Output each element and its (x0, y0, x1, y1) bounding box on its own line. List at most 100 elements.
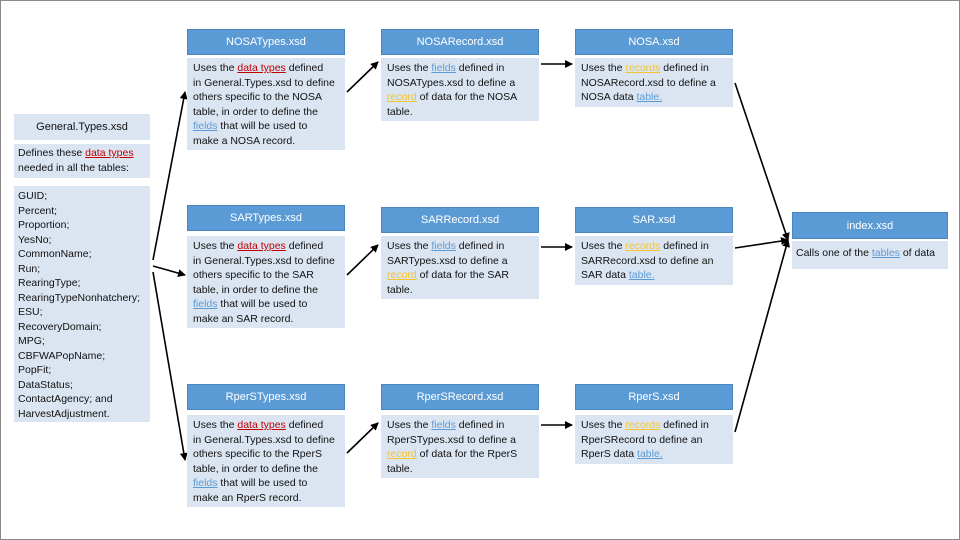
text-segment: of data for the NOSA (416, 91, 518, 103)
text-segment: SARRecord.xsd to define an (581, 254, 714, 267)
index-desc-pre: Calls one of the (796, 247, 872, 259)
text-segment: Uses the (193, 419, 238, 431)
text-segment: defined in (455, 62, 505, 74)
arrow-types-to-record (346, 244, 379, 276)
text-segment: Uses the (193, 62, 238, 74)
text-segment: others specific to the RperS (193, 448, 322, 460)
highlighted-term: fields (431, 419, 456, 431)
types-box-header: SARTypes.xsd (187, 205, 345, 231)
tables-box-header: SAR.xsd (575, 207, 733, 233)
text-segment: RperS data (581, 448, 638, 460)
highlighted-term: fields (193, 477, 218, 489)
text-segment: table, in order to define the (193, 283, 318, 296)
types-box-header: RperSTypes.xsd (187, 384, 345, 410)
text-segment: RperSRecord to define an (581, 433, 703, 446)
text-line: record of data for the SAR (387, 268, 533, 283)
general-type-item: Run; (18, 262, 41, 275)
text-segment: table. (387, 462, 413, 475)
text-segment: Uses the (387, 240, 432, 252)
text-segment: others specific to the NOSA (193, 91, 322, 103)
index-desc-post: of data (899, 247, 935, 259)
text-line: others specific to the RperS (193, 447, 339, 462)
text-segment: defined (285, 240, 324, 252)
text-line: fields that will be used to (193, 119, 339, 134)
text-line: make an RperS record. (193, 491, 339, 506)
text-line: in General.Types.xsd to define (193, 433, 339, 448)
text-line: Uses the records defined in (581, 61, 727, 76)
text-segment: table. (387, 105, 413, 118)
highlighted-term: fields (431, 62, 456, 74)
text-segment: defined in (660, 419, 709, 431)
index-desc-term: tables (871, 247, 900, 259)
text-line: Uses the data types defined (193, 61, 339, 76)
text-line: NOSA data table. (581, 90, 727, 105)
text-segment: Uses the (581, 419, 626, 431)
arrow-rpers-to-index (734, 239, 790, 433)
highlighted-term: records (625, 240, 661, 252)
text-line: SAR data table. (581, 268, 727, 283)
text-segment: Uses the (193, 240, 238, 252)
general-type-item: Proportion; (18, 219, 70, 231)
tables-box-header: RperS.xsd (575, 384, 733, 410)
text-line: record of data for the RperS (387, 447, 533, 462)
arrow-general-to-rperstypes (152, 271, 188, 461)
general-intro-post: needed in all the tables: (18, 161, 129, 174)
text-line: RperSTypes.xsd to define a (387, 433, 533, 448)
text-segment: defined in (455, 240, 505, 252)
text-line: others specific to the NOSA (193, 90, 339, 105)
text-line: in General.Types.xsd to define (193, 254, 339, 269)
highlighted-term: fields (431, 240, 456, 252)
text-line: Uses the records defined in (581, 418, 727, 433)
box-title: RperSTypes.xsd (225, 391, 307, 403)
box-title: SAR.xsd (632, 214, 676, 226)
arrow-general-to-sartypes (152, 265, 186, 277)
text-line: Uses the data types defined (193, 418, 339, 433)
text-segment: table. (387, 283, 413, 296)
text-segment: that will be used to (217, 298, 308, 310)
highlighted-term: table. (636, 91, 663, 103)
highlighted-term: records (625, 419, 661, 431)
text-segment: Uses the (387, 62, 432, 74)
records-box-header: NOSARecord.xsd (381, 29, 539, 55)
text-line: Uses the fields defined in (387, 61, 533, 76)
text-line: SARRecord.xsd to define an (581, 254, 727, 269)
text-line: Uses the fields defined in (387, 418, 533, 433)
text-segment: NOSA data (581, 91, 637, 103)
tables-box-header: NOSA.xsd (575, 29, 733, 55)
text-segment: others specific to the SAR (193, 269, 314, 281)
text-line: table, in order to define the (193, 283, 339, 298)
text-line: fields that will be used to (193, 476, 339, 491)
highlighted-term: table. (637, 448, 663, 460)
general-type-item: CBFWAPopName; (18, 349, 106, 362)
text-line: RperS data table. (581, 447, 727, 462)
box-title: RperSRecord.xsd (416, 391, 504, 403)
text-segment: table, in order to define the (193, 105, 318, 118)
text-line: in General.Types.xsd to define (193, 76, 339, 91)
text-segment: table, in order to define the (193, 462, 318, 475)
text-segment: make a NOSA record. (193, 134, 296, 147)
highlighted-term: data types (237, 240, 286, 252)
records-box-header: RperSRecord.xsd (381, 384, 539, 410)
arrow-nosa-to-index (734, 82, 790, 241)
text-line: make a NOSA record. (193, 134, 339, 149)
general-type-item: ESU; (18, 306, 43, 318)
highlighted-term: record (387, 91, 417, 103)
general-types-title: General.Types.xsd (36, 121, 128, 133)
types-box-header: NOSATypes.xsd (187, 29, 345, 55)
text-line: table, in order to define the (193, 462, 339, 477)
text-segment: NOSATypes.xsd to define a (387, 76, 516, 89)
highlighted-term: fields (193, 120, 218, 132)
box-title: NOSA.xsd (628, 36, 680, 48)
arrow-general-to-nosatypes (152, 91, 188, 261)
text-segment: defined in (660, 240, 709, 252)
records-box-header: SARRecord.xsd (381, 207, 539, 233)
arrow-sar-to-index (734, 237, 789, 249)
highlighted-term: record (387, 448, 417, 460)
highlighted-term: record (387, 269, 417, 281)
general-type-item: GUID; (18, 190, 48, 202)
